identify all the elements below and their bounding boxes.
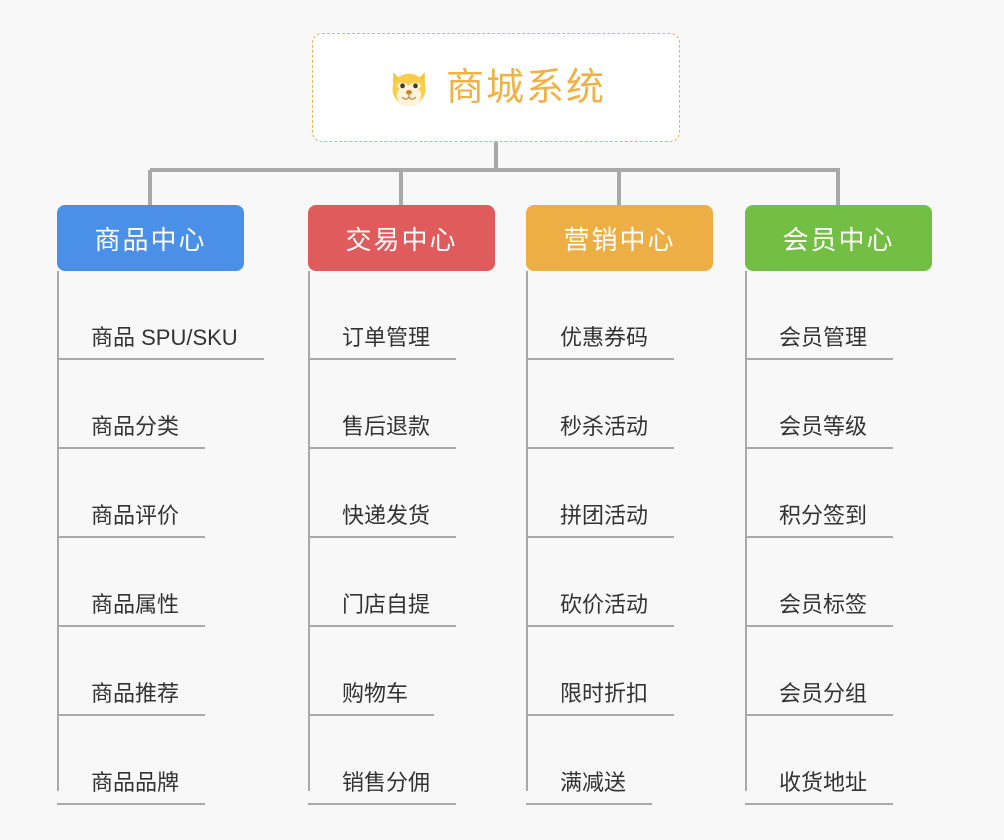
list-item[interactable]: 收货地址 xyxy=(745,716,932,805)
branch-spine xyxy=(745,271,747,791)
list-item[interactable]: 门店自提 xyxy=(308,538,495,627)
branch-items-product-center: 商品 SPU/SKU 商品分类 商品评价 商品属性 商品推荐 商品品牌 xyxy=(57,271,264,805)
branch-spine xyxy=(308,271,310,791)
branch-items-member-center: 会员管理 会员等级 积分签到 会员标签 会员分组 收货地址 xyxy=(745,271,932,805)
list-item-label: 会员分组 xyxy=(745,681,894,716)
list-item-label: 商品 SPU/SKU xyxy=(57,325,264,360)
list-item[interactable]: 订单管理 xyxy=(308,271,495,360)
branch-member-center: 会员中心 会员管理 会员等级 积分签到 会员标签 会员分组 收货地址 xyxy=(745,205,932,805)
list-item[interactable]: 会员等级 xyxy=(745,360,932,449)
list-item-label: 秒杀活动 xyxy=(526,414,675,449)
branch-product-center: 商品中心 商品 SPU/SKU 商品分类 商品评价 商品属性 商品推荐 商品品牌 xyxy=(57,205,264,805)
list-item-label: 快递发货 xyxy=(308,503,457,538)
list-item[interactable]: 优惠券码 xyxy=(526,271,713,360)
list-item[interactable]: 满减送 xyxy=(526,716,713,805)
list-item[interactable]: 砍价活动 xyxy=(526,538,713,627)
branch-spine xyxy=(526,271,528,791)
list-item-label: 销售分佣 xyxy=(308,770,457,805)
branch-header-product-center[interactable]: 商品中心 xyxy=(57,205,244,271)
dog-face-icon xyxy=(392,71,426,107)
list-item-label: 商品推荐 xyxy=(57,681,206,716)
root-node[interactable]: 商城系统 xyxy=(312,33,680,142)
list-item-label: 订单管理 xyxy=(308,325,457,360)
branch-items-trade-center: 订单管理 售后退款 快递发货 门店自提 购物车 销售分佣 xyxy=(308,271,495,805)
list-item-label: 拼团活动 xyxy=(526,503,675,538)
branch-trade-center: 交易中心 订单管理 售后退款 快递发货 门店自提 购物车 销售分佣 xyxy=(308,205,495,805)
list-item-label: 会员标签 xyxy=(745,592,894,627)
list-item-label: 商品评价 xyxy=(57,503,206,538)
branch-header-member-center[interactable]: 会员中心 xyxy=(745,205,932,271)
branch-header-trade-center[interactable]: 交易中心 xyxy=(308,205,495,271)
list-item[interactable]: 商品属性 xyxy=(57,538,264,627)
list-item-label: 满减送 xyxy=(526,770,653,805)
root-title: 商城系统 xyxy=(445,66,606,109)
list-item[interactable]: 快递发货 xyxy=(308,449,495,538)
branch-spine xyxy=(57,271,59,791)
list-item[interactable]: 商品品牌 xyxy=(57,716,264,805)
list-item-label: 商品属性 xyxy=(57,592,206,627)
list-item[interactable]: 拼团活动 xyxy=(526,449,713,538)
list-item[interactable]: 积分签到 xyxy=(745,449,932,538)
list-item-label: 售后退款 xyxy=(308,414,457,449)
list-item-label: 门店自提 xyxy=(308,592,457,627)
list-item-label: 收货地址 xyxy=(745,770,894,805)
list-item[interactable]: 商品推荐 xyxy=(57,627,264,716)
list-item[interactable]: 会员分组 xyxy=(745,627,932,716)
list-item[interactable]: 销售分佣 xyxy=(308,716,495,805)
list-item[interactable]: 商品评价 xyxy=(57,449,264,538)
list-item[interactable]: 商品 SPU/SKU xyxy=(57,271,264,360)
branch-items-marketing-center: 优惠券码 秒杀活动 拼团活动 砍价活动 限时折扣 满减送 xyxy=(526,271,713,805)
list-item[interactable]: 会员标签 xyxy=(745,538,932,627)
list-item-label: 砍价活动 xyxy=(526,592,675,627)
list-item[interactable]: 购物车 xyxy=(308,627,495,716)
list-item-label: 商品分类 xyxy=(57,414,206,449)
list-item-label: 会员管理 xyxy=(745,325,894,360)
list-item-label: 积分签到 xyxy=(745,503,894,538)
list-item-label: 优惠券码 xyxy=(526,325,675,360)
list-item[interactable]: 限时折扣 xyxy=(526,627,713,716)
list-item-label: 限时折扣 xyxy=(526,681,675,716)
list-item[interactable]: 商品分类 xyxy=(57,360,264,449)
list-item-label: 商品品牌 xyxy=(57,770,206,805)
list-item[interactable]: 秒杀活动 xyxy=(526,360,713,449)
branch-header-marketing-center[interactable]: 营销中心 xyxy=(526,205,713,271)
list-item[interactable]: 售后退款 xyxy=(308,360,495,449)
list-item-label: 会员等级 xyxy=(745,414,894,449)
branch-marketing-center: 营销中心 优惠券码 秒杀活动 拼团活动 砍价活动 限时折扣 满减送 xyxy=(526,205,713,805)
list-item[interactable]: 会员管理 xyxy=(745,271,932,360)
list-item-label: 购物车 xyxy=(308,681,435,716)
